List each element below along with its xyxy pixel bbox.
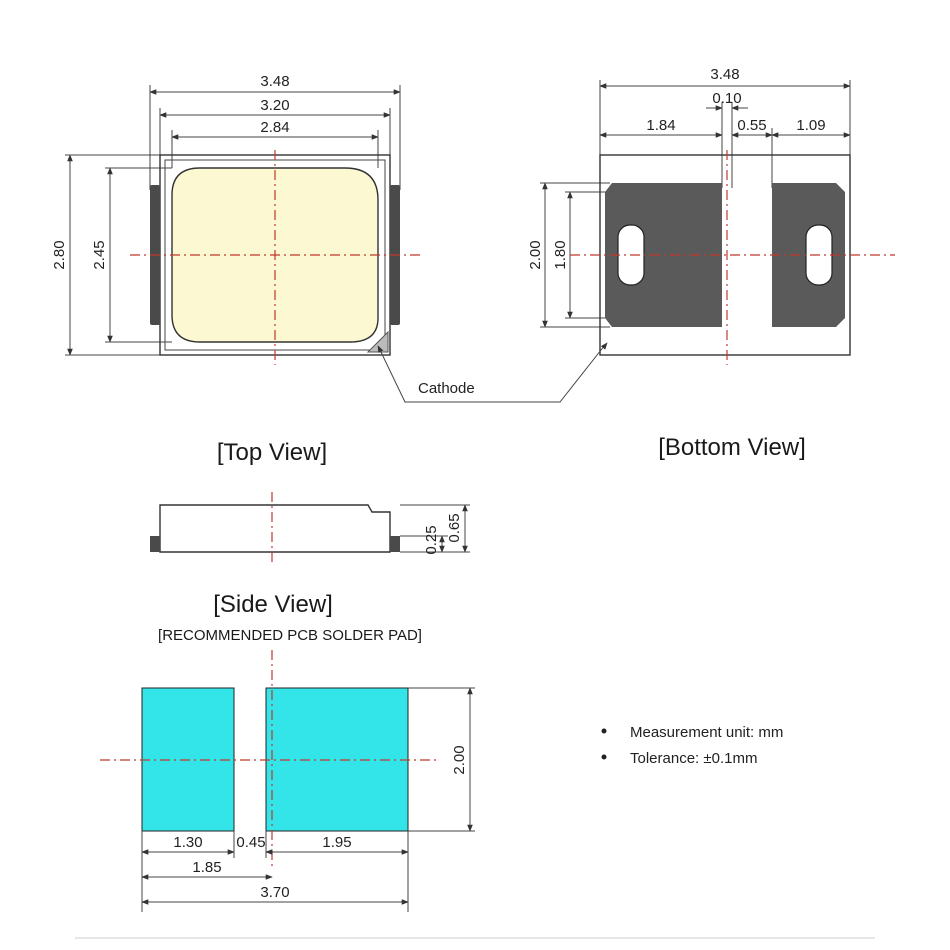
side-package-outline [159,504,391,553]
top-width-body: 3.20 [260,97,289,114]
cathode-label: Cathode [418,380,475,397]
top-view: 3.48 3.20 2.84 2.80 2.45 [Top View] [51,73,420,466]
bottom-view: 3.48 0.10 1.84 0.55 1.09 2.00 1.80 [527,66,895,461]
bottom-view-horizontal-dimensions: 3.48 0.10 1.84 0.55 1.09 [599,66,851,188]
top-height-overall: 2.80 [51,240,68,269]
top-view-caption: [Top View] [217,439,327,466]
cathode-callout: Cathode [377,342,608,403]
note-unit: Measurement unit: mm [630,724,783,741]
bottom-gap2: 0.55 [737,117,766,134]
pcb-dimensions: 1.30 0.45 1.95 1.85 3.70 2.00 [141,687,475,912]
pcb-pad-left-width: 1.30 [173,834,202,851]
note-bullet [601,754,607,760]
bottom-width-overall: 3.48 [710,66,739,83]
bottom-anode-pad [605,183,722,327]
note-tolerance: Tolerance: ±0.1mm [630,750,757,767]
bottom-height-pad: 1.80 [552,240,569,269]
side-height: 0.65 [446,513,463,542]
side-view-caption: [Side View] [213,591,333,618]
bottom-pad-right: 1.09 [796,117,825,134]
side-view-dimensions: 0.25 0.65 [400,504,470,555]
bottom-view-vertical-dimensions: 2.00 1.80 [527,182,610,328]
bottom-gap: 0.10 [712,90,741,107]
pcb-total-width: 3.70 [260,884,289,901]
note-bullet [601,728,607,734]
bottom-height-overall: 2.00 [527,240,544,269]
pcb-pitch: 1.85 [192,859,221,876]
top-view-vertical-dimensions: 2.80 2.45 [51,154,172,356]
top-height-lens: 2.45 [91,240,108,269]
side-left-lead [150,536,160,552]
side-lead-height: 0.25 [423,525,440,554]
top-view-horizontal-dimensions: 3.48 3.20 2.84 [149,73,401,190]
pcb-pad-right-width: 1.95 [322,834,351,851]
side-right-lead [390,536,400,552]
bottom-view-caption: [Bottom View] [658,434,806,461]
top-width-overall: 3.48 [260,73,289,90]
notes-list: Measurement unit: mm Tolerance: ±0.1mm [601,724,783,767]
pcb-pad-caption: [RECOMMENDED PCB SOLDER PAD] [158,627,422,644]
pcb-gap-width: 0.45 [236,834,265,851]
top-width-lens: 2.84 [260,119,289,136]
side-view: 0.25 0.65 [Side View] [RECOMMENDED PCB S… [150,492,470,644]
bottom-pad-left: 1.84 [646,117,675,134]
pcb-pad-height: 2.00 [451,745,468,774]
pcb-solder-pad: 1.30 0.45 1.95 1.85 3.70 2.00 [100,650,475,912]
